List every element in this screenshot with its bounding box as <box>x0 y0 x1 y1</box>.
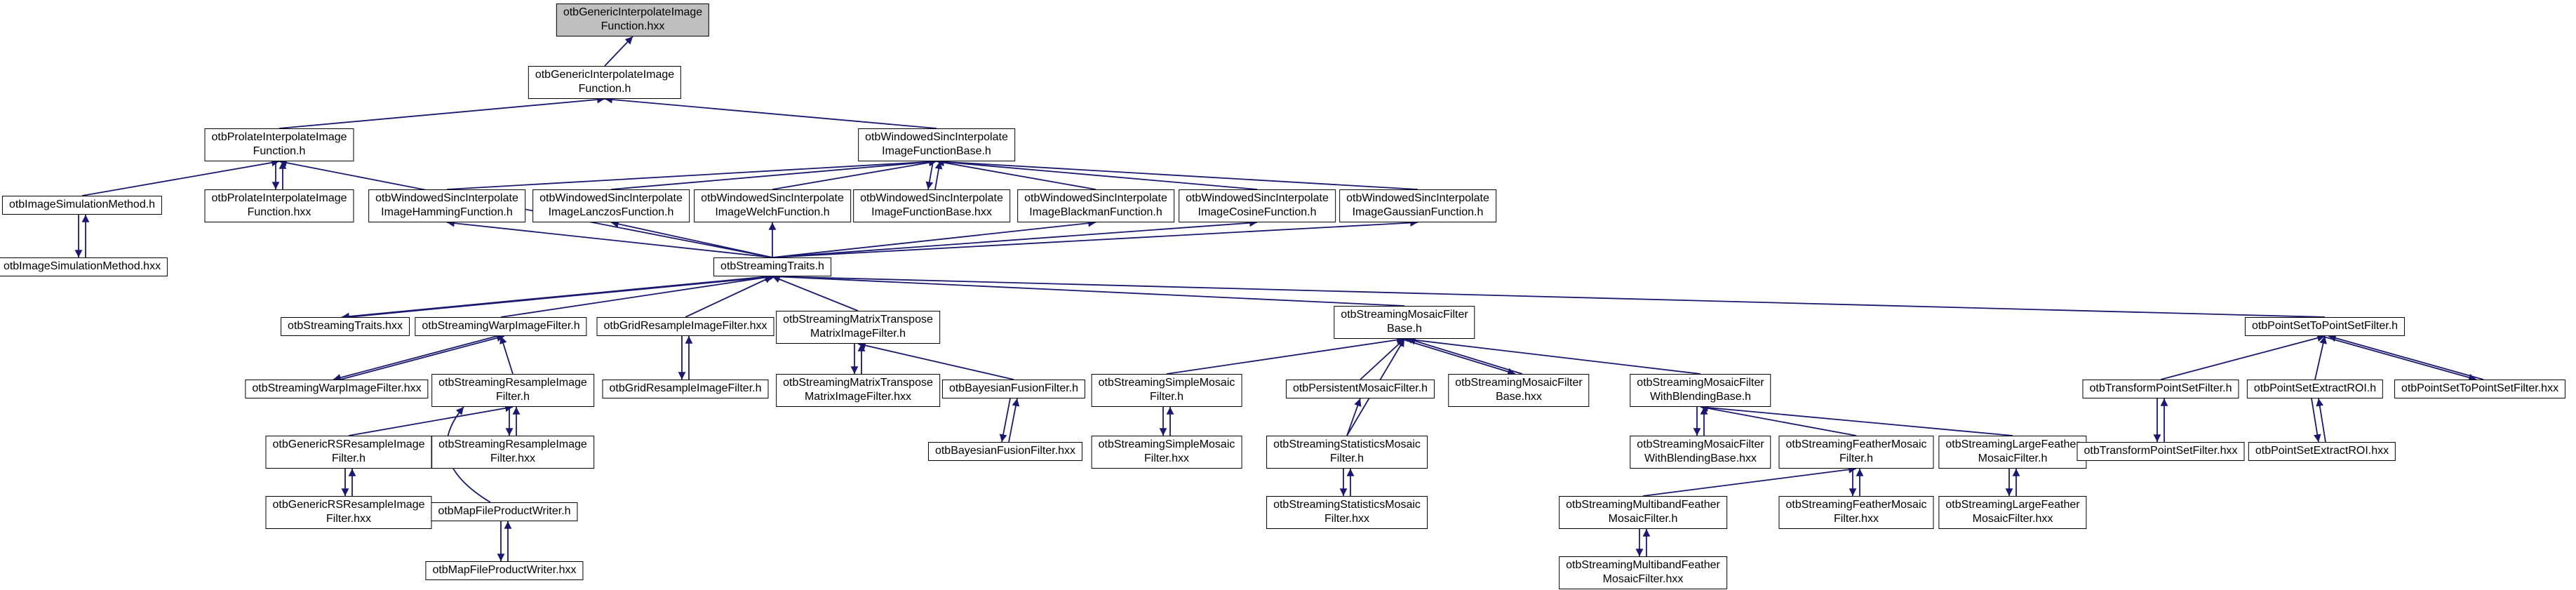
graph-node-warp_h[interactable]: otbStreamingWarpImageFilter.h <box>415 317 587 336</box>
include-edge <box>772 276 859 311</box>
graph-node-imagesimulation_hxx[interactable]: otbImageSimulationMethod.hxx <box>0 257 168 276</box>
include-edge <box>772 219 1258 258</box>
graph-node-gridresample_hxx[interactable]: otbGridResampleImageFilter.hxx <box>596 317 774 336</box>
graph-node-multiband_hxx[interactable]: otbStreamingMultibandFeather MosaicFilte… <box>1559 556 1727 589</box>
include-edge <box>772 219 1096 258</box>
include-edge <box>604 95 937 129</box>
graph-node-statisticsmosaic_hxx[interactable]: otbStreamingStatisticsMosaic Filter.hxx <box>1266 496 1428 529</box>
include-edge <box>1400 338 1516 375</box>
include-edge <box>2314 335 2327 380</box>
include-edge <box>1700 403 2013 436</box>
include-edge <box>348 404 514 436</box>
include-edge <box>999 398 1011 443</box>
include-edge <box>772 159 937 190</box>
include-edge <box>499 335 514 375</box>
include-edge <box>772 272 2326 318</box>
include-edge <box>333 335 498 382</box>
graph-node-feather_h[interactable]: otbStreamingFeatherMosaic Filter.h <box>1778 436 1934 469</box>
include-edge <box>610 220 773 258</box>
include-edge <box>685 276 773 318</box>
graph-node-genericrs_hxx[interactable]: otbGenericRSResampleImage Filter.hxx <box>265 496 432 529</box>
graph-node-gridresample_h[interactable]: otbGridResampleImageFilter.h <box>602 380 769 398</box>
graph-node-genericinterpolate_hxx[interactable]: otbGenericInterpolateImage Function.hxx <box>556 4 710 36</box>
include-edge <box>1700 404 1857 436</box>
graph-node-genericrs_h[interactable]: otbGenericRSResampleImage Filter.h <box>265 436 432 469</box>
include-edge <box>2321 335 2477 382</box>
graph-node-bayesian_h[interactable]: otbBayesianFusionFilter.h <box>941 380 1086 398</box>
include-edge <box>2316 398 2326 443</box>
graph-node-pointsettopointset_h[interactable]: otbPointSetToPointSetFilter.h <box>2244 317 2406 336</box>
graph-node-mapfile_h[interactable]: otbMapFileProductWriter.h <box>431 502 578 521</box>
include-edge <box>936 158 1418 190</box>
include-edge <box>936 158 1258 190</box>
include-edge <box>2160 334 2326 380</box>
include-edge <box>279 95 605 129</box>
graph-node-lanczos_h[interactable]: otbWindowedSincInterpolate ImageLanczosF… <box>532 189 690 222</box>
graph-node-statisticsmosaic_h[interactable]: otbStreamingStatisticsMosaic Filter.h <box>1266 436 1428 469</box>
include-edge <box>604 36 633 67</box>
include-edge <box>1008 398 1020 443</box>
include-edge <box>279 159 773 258</box>
graph-node-imagesimulation_h[interactable]: otbImageSimulationMethod.h <box>1 196 163 215</box>
include-edge <box>446 219 773 258</box>
graph-node-feather_hxx[interactable]: otbStreamingFeatherMosaic Filter.hxx <box>1778 496 1934 529</box>
include-edge <box>2311 398 2321 443</box>
graph-node-bayesian_hxx[interactable]: otbBayesianFusionFilter.hxx <box>927 442 1083 461</box>
graph-node-streamingtraits_hxx[interactable]: otbStreamingTraits.hxx <box>281 317 410 336</box>
include-edge <box>1404 335 1701 375</box>
graph-node-hamming_h[interactable]: otbWindowedSincInterpolate ImageHammingF… <box>368 189 525 222</box>
graph-node-windowedsincbase_hxx[interactable]: otbWindowedSincInterpolate ImageFunction… <box>853 189 1010 222</box>
graph-node-windowedsincbase_h[interactable]: otbWindowedSincInterpolate ImageFunction… <box>858 128 1015 161</box>
include-edge <box>936 159 1096 190</box>
graph-node-resample_hxx[interactable]: otbStreamingResampleImage Filter.hxx <box>431 436 594 469</box>
graph-node-persistentmosaic_h[interactable]: otbPersistentMosaicFilter.h <box>1285 380 1435 398</box>
include-edge <box>1166 336 1405 375</box>
graph-node-largefeather_hxx[interactable]: otbStreamingLargeFeather MosaicFilter.hx… <box>1938 496 2087 529</box>
graph-node-withblending_hxx[interactable]: otbStreamingMosaicFilter WithBlendingBas… <box>1630 436 1771 469</box>
graph-node-multiband_h[interactable]: otbStreamingMultibandFeather MosaicFilte… <box>1559 496 1727 529</box>
graph-node-simplemosaic_hxx[interactable]: otbStreamingSimpleMosaic Filter.hxx <box>1091 436 1242 469</box>
graph-node-matrixtranspose_hxx[interactable]: otbStreamingMatrixTranspose MatrixImageF… <box>776 374 940 407</box>
include-edge <box>341 276 770 321</box>
graph-node-mosaicbase_h[interactable]: otbStreamingMosaicFilter Base.h <box>1334 306 1475 339</box>
include-edge <box>1407 337 1523 375</box>
graph-node-prolate_hxx[interactable]: otbProlateInterpolateImage Function.hxx <box>204 189 354 222</box>
include-edge <box>934 161 943 190</box>
graph-node-largefeather_h[interactable]: otbStreamingLargeFeather MosaicFilter.h <box>1938 436 2087 469</box>
graph-node-welch_h[interactable]: otbWindowedSincInterpolate ImageWelchFun… <box>694 189 851 222</box>
graph-node-transformpointset_hxx[interactable]: otbTransformPointSetFilter.hxx <box>2077 442 2245 461</box>
include-edge <box>81 159 280 196</box>
graph-node-gaussian_h[interactable]: otbWindowedSincInterpolate ImageGaussian… <box>1339 189 1496 222</box>
include-edge <box>340 334 505 380</box>
include-edge <box>348 273 777 318</box>
graph-node-streamingtraits_h[interactable]: otbStreamingTraits.h <box>713 257 831 276</box>
include-edge <box>1360 338 1405 380</box>
graph-node-genericinterpolate_h[interactable]: otbGenericInterpolateImage Function.h <box>528 66 682 99</box>
graph-node-pointsetextract_h[interactable]: otbPointSetExtractROI.h <box>2246 380 2384 398</box>
graph-node-pointsetextract_hxx[interactable]: otbPointSetExtractROI.hxx <box>2248 442 2396 461</box>
include-edge <box>1642 466 1857 497</box>
graph-node-cosine_h[interactable]: otbWindowedSincInterpolate ImageCosineFu… <box>1179 189 1336 222</box>
graph-node-simplemosaic_h[interactable]: otbStreamingSimpleMosaic Filter.h <box>1091 374 1242 407</box>
graph-node-blackman_h[interactable]: otbWindowedSincInterpolate ImageBlackman… <box>1017 189 1174 222</box>
graph-node-mosaicbase_hxx[interactable]: otbStreamingMosaicFilter Base.hxx <box>1448 374 1590 407</box>
graph-node-pointsettopointset_hxx[interactable]: otbPointSetToPointSetFilter.hxx <box>2394 380 2566 398</box>
include-edge <box>610 158 937 190</box>
include-edge <box>772 273 1405 307</box>
graph-node-transformpointset_h[interactable]: otbTransformPointSetFilter.h <box>2082 380 2239 398</box>
include-edge <box>1346 398 1362 436</box>
graph-node-matrixtranspose_h[interactable]: otbStreamingMatrixTranspose MatrixImageF… <box>776 311 940 344</box>
include-edge <box>446 158 937 190</box>
include-edge <box>500 274 773 318</box>
graph-node-resample_h[interactable]: otbStreamingResampleImage Filter.h <box>431 374 594 407</box>
graph-node-prolate_h[interactable]: otbProlateInterpolateImage Function.h <box>204 128 354 161</box>
graph-node-mapfile_hxx[interactable]: otbMapFileProductWriter.hxx <box>425 561 584 580</box>
include-edge <box>857 342 1014 380</box>
include-edge <box>772 219 1418 258</box>
graph-node-withblending_h[interactable]: otbStreamingMosaicFilter WithBlendingBas… <box>1630 374 1771 407</box>
graph-node-warp_hxx[interactable]: otbStreamingWarpImageFilter.hxx <box>245 380 429 398</box>
include-edge <box>2328 334 2484 380</box>
include-edge <box>925 161 934 190</box>
